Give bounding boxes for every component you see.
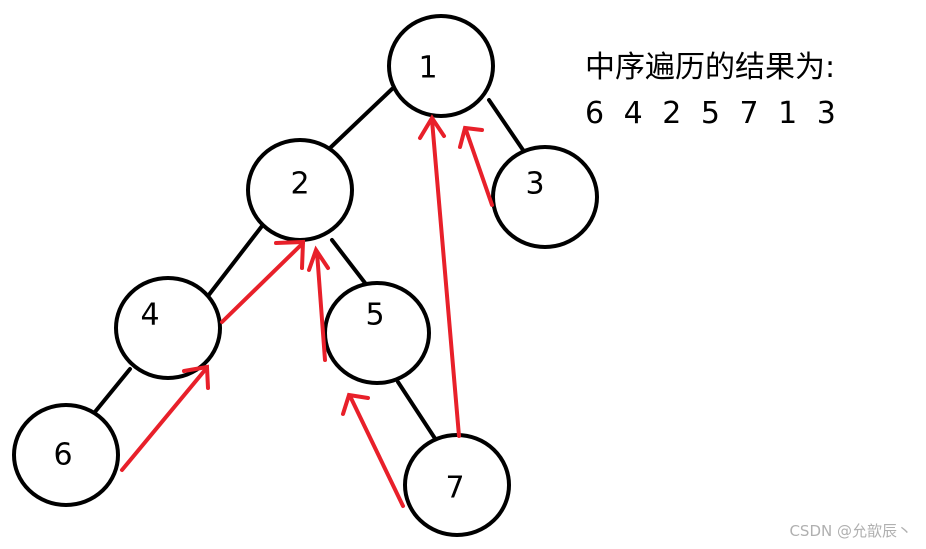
node-label-2: 2: [290, 167, 309, 202]
arrow-5-to-2: [307, 245, 330, 362]
node-label-5: 5: [365, 298, 384, 333]
tree-node-2: 2: [246, 138, 354, 242]
tree-node-6: 6: [12, 403, 120, 507]
tree-nodes: 1 2 3 4 5 6 7: [12, 14, 599, 537]
tree-edges: [88, 87, 525, 442]
edge-1-2: [328, 87, 394, 150]
arrow-7-to-1: [418, 114, 461, 438]
result-sequence: 6 4 2 5 7 1 3: [585, 96, 836, 131]
arrow-4-to-2: [220, 239, 306, 324]
node-label-7: 7: [445, 471, 464, 506]
edge-5-7: [396, 380, 438, 442]
tree-node-1: 1: [387, 14, 495, 118]
tree-node-7: 7: [403, 433, 511, 537]
tree-node-4: 4: [114, 276, 222, 380]
watermark: CSDN @允歆辰丶: [789, 522, 912, 540]
node-label-6: 6: [53, 438, 72, 473]
result-title: 中序遍历的结果为:: [585, 50, 836, 85]
edge-2-4: [206, 224, 264, 298]
node-label-3: 3: [525, 167, 544, 202]
tree-node-3: 3: [491, 145, 599, 249]
edge-1-3: [487, 98, 525, 152]
node-label-4: 4: [140, 298, 159, 333]
edge-4-6: [88, 367, 132, 420]
tree-node-5: 5: [323, 281, 431, 385]
node-label-1: 1: [418, 51, 437, 86]
arrow-6-to-4: [120, 364, 210, 472]
traversal-arrows: [120, 114, 494, 508]
arrow-3-to-1: [458, 125, 494, 207]
arrow-7-to-5: [341, 392, 405, 508]
